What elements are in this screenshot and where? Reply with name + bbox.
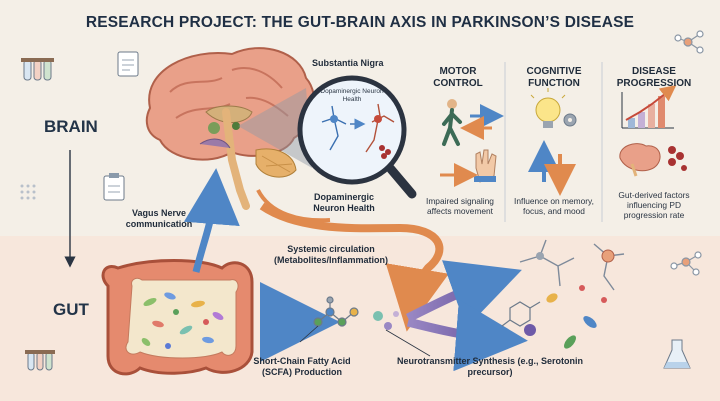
progression-chart-icon <box>621 85 677 129</box>
scfa-molecule-icon <box>313 296 359 327</box>
bottom-test-tubes-icon <box>25 350 55 371</box>
molecule-icon-bottom-right <box>670 251 702 276</box>
chemical-structure-icon <box>501 301 541 327</box>
scfa-leader-line <box>299 325 319 343</box>
hand-icon <box>474 149 497 183</box>
scfa-production-label: Short-Chain Fatty Acid (SCFA) Production <box>253 356 351 377</box>
clipboard-icon <box>103 173 125 201</box>
lightbulb-icon <box>530 88 566 128</box>
substantia-nigra-label: Substantia Nigra <box>312 58 384 68</box>
neuron-network-icon <box>519 239 625 291</box>
dopaminergic-neuron-health-label: Dopaminergic Neuron Health <box>313 192 375 213</box>
vagus-nerve-arrow <box>183 168 240 273</box>
page-title: RESEARCH PROJECT: THE GUT-BRAIN AXIS IN … <box>85 14 635 31</box>
neuron-node <box>601 249 615 263</box>
magnifier-icon <box>297 75 417 199</box>
cognitive-function-desc: Influence on memory, focus, and mood <box>514 196 594 216</box>
vagus-nerve-label: Vagus Nerve communication <box>125 208 193 229</box>
intestine-illustration <box>101 259 254 376</box>
cognitive-function-header: COGNITIVE FUNCTION <box>526 66 582 89</box>
neurotransmitter-arrow-up <box>405 260 522 329</box>
brain-illustration <box>145 47 315 210</box>
gut-side-label: GUT <box>53 300 89 319</box>
neuro-leader-line <box>385 329 431 357</box>
motor-control-desc: Impaired signaling affects movement <box>426 196 494 216</box>
systemic-circulation-label: Systemic circulation (Metabolites/Inflam… <box>273 244 388 265</box>
neurotransmitter-arrow-down <box>406 299 528 372</box>
motor-control-header: MOTOR CONTROL <box>433 66 483 89</box>
beaker-icon <box>663 339 691 369</box>
precursor-particles <box>373 311 399 330</box>
mini-brain-icon <box>619 143 661 177</box>
brain-side-label: BRAIN <box>44 117 98 136</box>
neurotransmitter-synthesis-label: Neurotransmitter Synthesis (e.g., Seroto… <box>396 356 584 377</box>
notepad-icon <box>117 51 139 77</box>
neuron-node <box>536 252 544 260</box>
dot-grid-icon <box>20 184 36 200</box>
microbe-icons <box>524 285 607 349</box>
disease-progression-header: DISEASE PROGRESSION <box>616 66 692 89</box>
gear-icon <box>563 113 577 127</box>
particle-cluster-icon <box>668 146 687 171</box>
molecule-icon-top-right <box>674 30 704 54</box>
systemic-circulation-arrow <box>259 202 449 332</box>
walking-person-icon <box>442 99 462 146</box>
test-tubes-icon <box>21 58 54 81</box>
zoom-cone <box>238 88 312 168</box>
disease-progression-desc: Gut-derived factors influencing PD progr… <box>618 190 690 220</box>
magnifier-caption: Dopaminergic Neuron Health <box>320 88 384 103</box>
systemic-return-arrow <box>256 189 331 223</box>
